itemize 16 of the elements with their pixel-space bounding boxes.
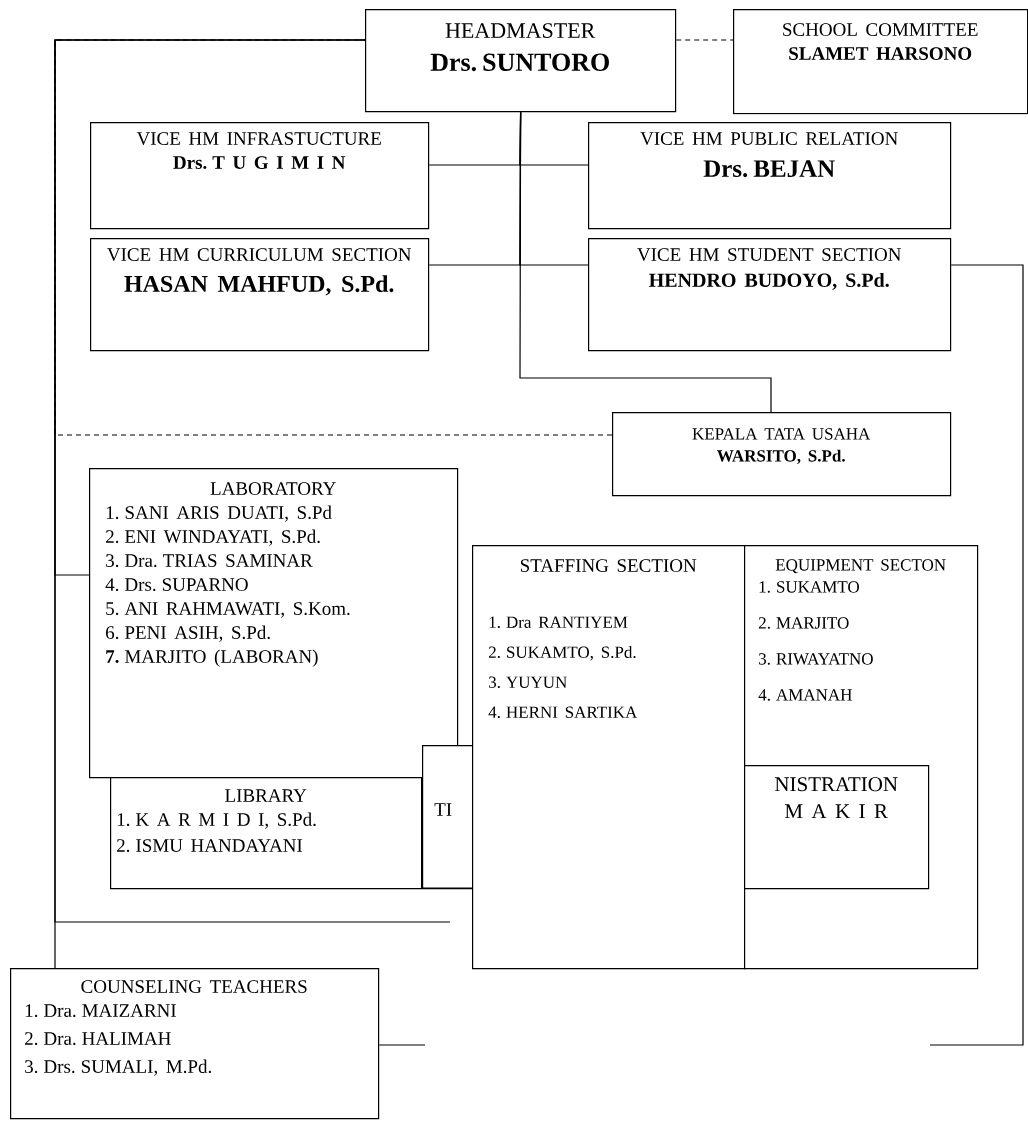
connector-line (675, 39, 734, 41)
org-box: NISTRATION M A K I R (744, 765, 930, 890)
connector-line (929, 264, 1024, 1046)
org-box: TI (422, 745, 474, 890)
org-box: VICE HM INFRASTUCTURE Drs. T U G I M I N (90, 122, 430, 230)
org-box: COUNSELING TEACHERS 1. Dra. MAIZARNI 2. Dra. HALIMAH 3. Drs. SUMALI, M.Pd. (10, 968, 380, 1120)
org-box: HEADMASTER Drs. SUNTORO (365, 9, 677, 113)
connector-line (519, 111, 772, 413)
org-box: VICE HM STUDENT SECTION HENDRO BUDOYO, S.Pd. (588, 238, 952, 352)
org-box: KEPALA TATA USAHA WARSITO, S.Pd. (612, 412, 952, 497)
org-box: VICE HM CURRICULUM SECTION HASAN MAHFUD, S.Pd. (90, 238, 430, 352)
org-box: SCHOOL COMMITTEE SLAMET HARSONO (733, 9, 1028, 115)
connector-line (54, 39, 451, 923)
org-box: VICE HM PUBLIC RELATION Drs. BEJAN (588, 122, 952, 230)
connector-line (421, 887, 473, 889)
connector-line (378, 1044, 426, 1046)
